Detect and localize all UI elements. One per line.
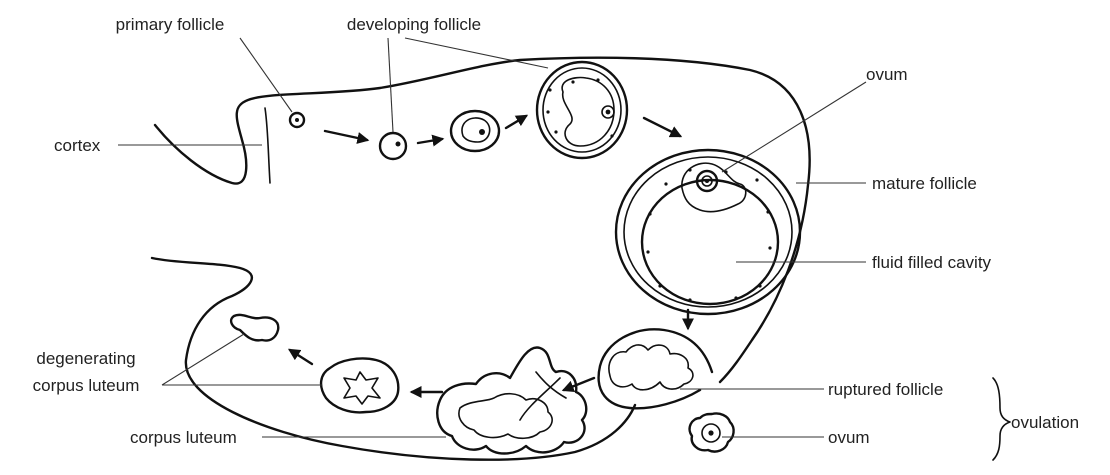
label-ovum-top: ovum	[866, 65, 908, 84]
cortex-line	[265, 108, 270, 183]
label-developing-follicle: developing follicle	[347, 15, 481, 34]
degenerating-corpus-luteum-shape	[231, 315, 278, 341]
label-primary-follicle: primary follicle	[116, 15, 225, 34]
label-ovulation: ovulation	[1011, 413, 1079, 432]
label-degenerating-corpus-luteum-line2: corpus luteum	[33, 376, 140, 395]
label-corpus-luteum: corpus luteum	[130, 428, 237, 447]
early-corpus-luteum-shape	[321, 358, 398, 412]
ovary-outline-upper	[155, 58, 810, 382]
ruptured-follicle-shape	[599, 329, 712, 408]
label-mature-follicle: mature follicle	[872, 174, 977, 193]
developing-follicle-medium	[451, 111, 499, 151]
label-cortex: cortex	[54, 136, 101, 155]
ovulation-brace	[993, 378, 1010, 460]
corpus-luteum-shape	[437, 347, 586, 453]
label-degenerating-corpus-luteum-line1: degenerating	[36, 349, 135, 368]
mature-follicle-shape	[616, 150, 800, 314]
primary-follicle-shape	[290, 113, 304, 127]
developing-follicle-large	[537, 62, 627, 158]
released-ovum-shape	[690, 413, 734, 451]
arrow-developing-1	[418, 139, 442, 143]
arrow-to-corpus-luteum	[564, 378, 594, 390]
label-ovum-bottom: ovum	[828, 428, 870, 447]
arrow-to-mature	[644, 118, 680, 136]
arrow-primary-to-developing	[325, 131, 367, 140]
arrow-to-degenerating	[290, 350, 312, 364]
label-fluid-filled-cavity: fluid filled cavity	[872, 253, 992, 272]
developing-follicle-small	[380, 133, 406, 159]
label-ruptured-follicle: ruptured follicle	[828, 380, 943, 399]
arrow-developing-2	[506, 116, 526, 128]
